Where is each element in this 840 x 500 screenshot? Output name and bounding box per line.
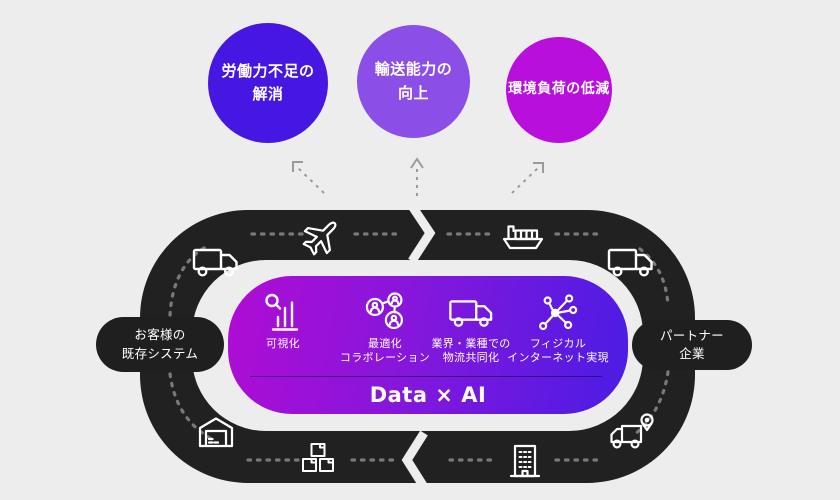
truck-icon	[607, 243, 655, 279]
road-ring	[140, 210, 695, 483]
node-label: 企業	[679, 346, 705, 361]
truck-icon	[448, 291, 494, 333]
panel-item-label: 物流共同化	[442, 351, 500, 365]
data-ai-caption: Data × AI	[369, 383, 487, 407]
arrow-up-left-icon	[292, 161, 325, 194]
node-label: お客様の	[134, 327, 186, 343]
goal-label: 輸送能力の	[374, 60, 453, 79]
customer-existing-systems-node: お客様の 既存システム	[96, 317, 224, 372]
panel-item-visualization: 可視化	[262, 291, 304, 351]
packages-icon	[299, 441, 337, 475]
panel-item-label: 最適化	[368, 337, 402, 350]
goal-label: 環境負荷の低減	[508, 81, 610, 98]
truck-icon	[192, 243, 240, 279]
data-ai-panel: 可視化 最適化 コ	[228, 276, 628, 414]
panel-item-optimized-collaboration: 最適化 コラボレーション	[340, 291, 430, 366]
panel-item-label: 可視化	[266, 337, 300, 350]
goal-circle-transport-capacity: 輸送能力の 向上	[357, 25, 470, 138]
node-label: パートナー	[659, 327, 724, 343]
panel-divider	[250, 376, 602, 377]
arrow-up-right-icon	[511, 162, 544, 194]
panel-item-label: コラボレーション	[339, 351, 431, 365]
goal-label: 労働力不足の	[221, 61, 315, 80]
office-building-icon	[508, 442, 542, 480]
arrow-up-icon	[410, 157, 424, 196]
goal-circle-labor-shortage: 労働力不足の 解消	[208, 23, 328, 143]
chevron-gap-left-icon	[401, 430, 428, 490]
goal-label: 向上	[397, 83, 429, 102]
panel-item-label: インターネット実現	[507, 351, 609, 365]
cargo-ship-icon	[499, 218, 547, 252]
airplane-icon	[300, 214, 344, 258]
panel-item-joint-logistics: 業界・業種での 物流共同化	[431, 291, 510, 366]
delivery-truck-pin-icon	[609, 411, 657, 451]
partner-companies-node: パートナー 企業	[632, 320, 752, 370]
panel-item-physical-internet: フィジカル インターネット実現	[507, 291, 609, 366]
collaboration-people-icon	[363, 291, 407, 333]
network-hub-icon	[536, 291, 580, 333]
warehouse-icon	[196, 414, 236, 451]
panel-item-label: フィジカル	[529, 337, 587, 350]
goal-circle-environment: 環境負荷の低減	[506, 37, 612, 143]
panel-item-label: 業界・業種での	[431, 337, 511, 350]
chart-magnifier-icon	[262, 291, 304, 333]
chevron-gap-right-icon	[408, 203, 436, 264]
node-label: 既存システム	[121, 345, 199, 361]
goal-label: 解消	[252, 85, 284, 103]
